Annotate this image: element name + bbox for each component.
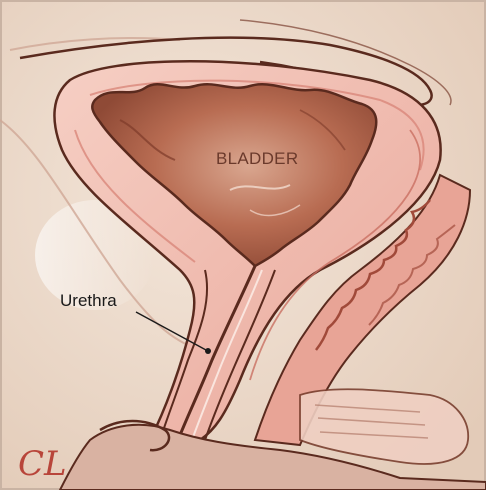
artist-signature: CL <box>18 444 67 484</box>
urethra-label: Urethra <box>60 291 117 310</box>
urethra-leader-dot <box>205 348 211 354</box>
bladder-label: BLADDER <box>216 149 298 168</box>
